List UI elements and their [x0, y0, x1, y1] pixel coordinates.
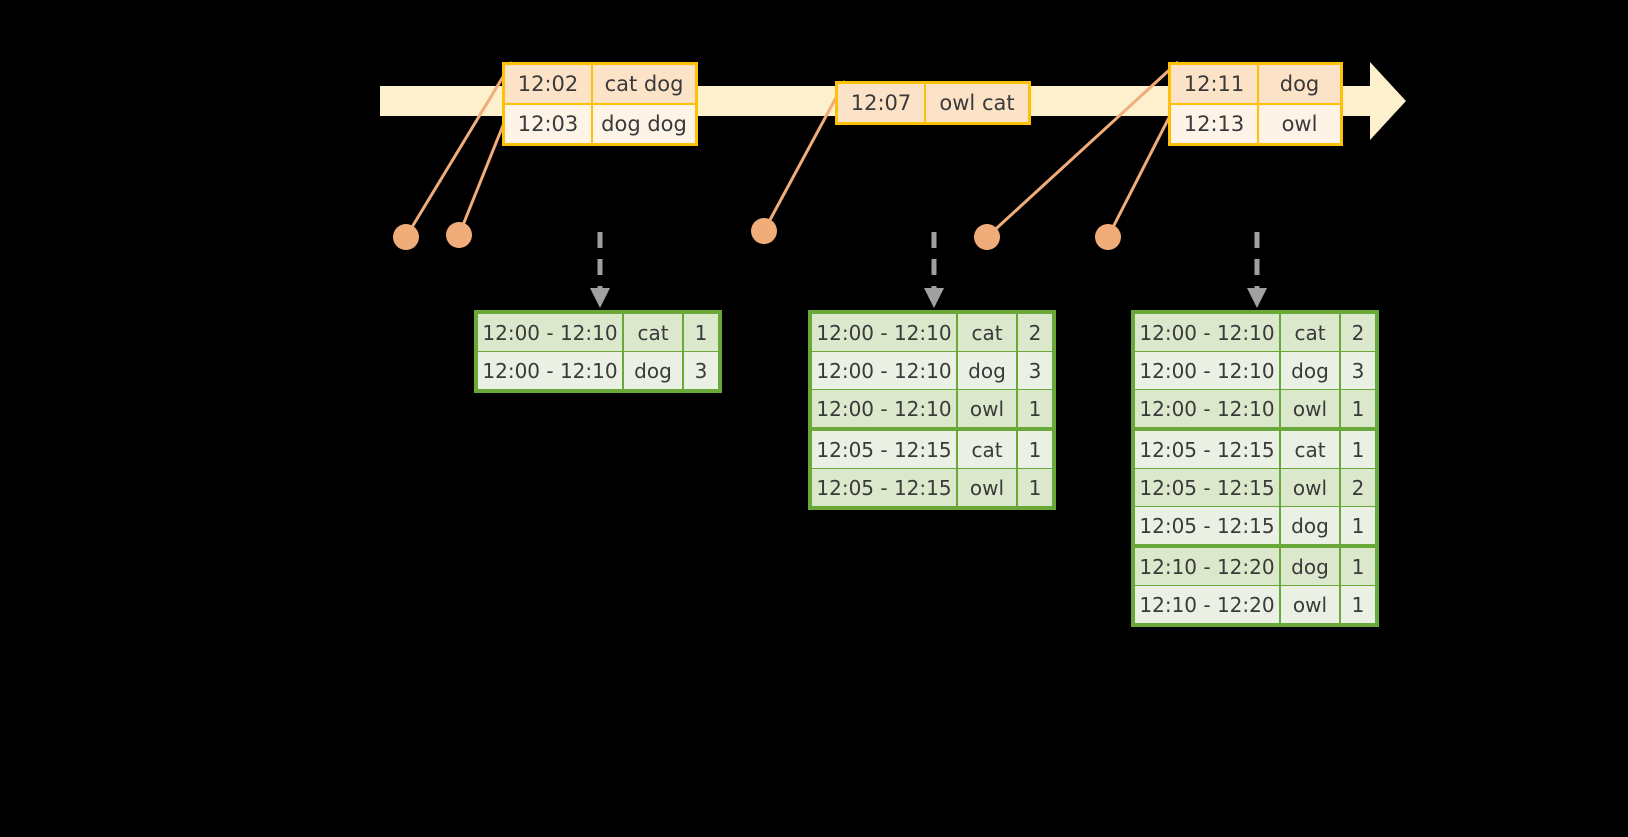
event-row: 12:07 owl cat — [838, 84, 1028, 122]
result-key-cell: cat — [1281, 431, 1339, 468]
result-key-cell: cat — [1281, 314, 1339, 351]
result-window-cell: 12:05 - 12:15 — [1135, 431, 1279, 468]
result-key-cell: dog — [1281, 507, 1339, 544]
result-key-cell: owl — [1281, 586, 1339, 623]
result-key-cell: dog — [1281, 352, 1339, 389]
result-key-cell: owl — [958, 390, 1016, 427]
event-time: 12:07 — [850, 91, 912, 115]
result-window-cell: 12:00 - 12:10 — [812, 352, 956, 389]
event-payload: owl cat — [924, 84, 1028, 122]
event-payload: cat dog — [591, 65, 695, 103]
result-count-cell: 2 — [1341, 469, 1375, 506]
result-count-cell: 1 — [1018, 469, 1052, 506]
event-payload: owl — [1257, 105, 1340, 143]
result-count-cell: 2 — [1341, 314, 1375, 351]
event-row: 12:13 owl — [1171, 103, 1340, 143]
result-count-cell: 1 — [1341, 548, 1375, 585]
connector-dot-3 — [751, 218, 777, 244]
dashed-down-arrow-icon — [1247, 232, 1267, 308]
result-window-cell: 12:00 - 12:10 — [1135, 390, 1279, 427]
event-payload: dog — [1257, 65, 1340, 103]
result-count-cell: 1 — [684, 314, 718, 351]
result-key-cell: owl — [1281, 390, 1339, 427]
result-key-cell: dog — [958, 352, 1016, 389]
result-window-cell: 12:10 - 12:20 — [1135, 548, 1279, 585]
result-count-cell: 3 — [1018, 352, 1052, 389]
result-window-cell: 12:00 - 12:10 — [478, 352, 622, 389]
result-count-cell: 3 — [1341, 352, 1375, 389]
result-window-cell: 12:00 - 12:10 — [1135, 352, 1279, 389]
event-box[interactable]: 12:02 cat dog 12:03 dog dog — [502, 62, 698, 146]
result-window-cell: 12:00 - 12:10 — [812, 390, 956, 427]
event-payload: dog dog — [591, 105, 695, 143]
result-window-cell: 12:05 - 12:15 — [1135, 469, 1279, 506]
event-row: 12:11 dog — [1171, 65, 1340, 103]
result-window-cell: 12:05 - 12:15 — [812, 431, 956, 468]
event-row: 12:03 dog dog — [505, 103, 695, 143]
dashed-down-arrow-icon — [924, 232, 944, 308]
result-key-cell: owl — [1281, 469, 1339, 506]
result-key-cell: cat — [958, 431, 1016, 468]
result-key-cell: cat — [958, 314, 1016, 351]
result-count-cell: 1 — [1018, 431, 1052, 468]
result-key-cell: cat — [624, 314, 682, 351]
event-row: 12:02 cat dog — [505, 65, 695, 103]
result-window-cell: 12:05 - 12:15 — [812, 469, 956, 506]
result-window-cell: 12:00 - 12:10 — [812, 314, 956, 351]
event-time: 12:13 — [1183, 112, 1245, 136]
result-window-cell: 12:10 - 12:20 — [1135, 586, 1279, 623]
result-key-cell: dog — [624, 352, 682, 389]
event-time: 12:03 — [517, 112, 579, 136]
event-box[interactable]: 12:11 dog 12:13 owl — [1168, 62, 1343, 146]
result-window-cell: 12:00 - 12:10 — [1135, 314, 1279, 351]
result-count-cell: 1 — [1341, 431, 1375, 468]
connector-dot-1 — [393, 224, 419, 250]
result-key-cell: dog — [1281, 548, 1339, 585]
dashed-down-arrow-icon — [590, 232, 610, 308]
event-box[interactable]: 12:07 owl cat — [835, 81, 1031, 125]
connector-dot-4 — [974, 224, 1000, 250]
result-count-cell: 1 — [1018, 390, 1052, 427]
result-key-cell: owl — [958, 469, 1016, 506]
result-count-cell: 3 — [684, 352, 718, 389]
result-count-cell: 1 — [1341, 507, 1375, 544]
event-time: 12:02 — [517, 72, 579, 96]
connector-dot-2 — [446, 222, 472, 248]
timeline-arrow-icon — [1370, 62, 1406, 140]
result-count-cell: 2 — [1018, 314, 1052, 351]
connector-dot-5 — [1095, 224, 1121, 250]
result-window-cell: 12:05 - 12:15 — [1135, 507, 1279, 544]
result-count-cell: 1 — [1341, 586, 1375, 623]
result-window-cell: 12:00 - 12:10 — [478, 314, 622, 351]
result-count-cell: 1 — [1341, 390, 1375, 427]
event-time: 12:11 — [1183, 72, 1245, 96]
